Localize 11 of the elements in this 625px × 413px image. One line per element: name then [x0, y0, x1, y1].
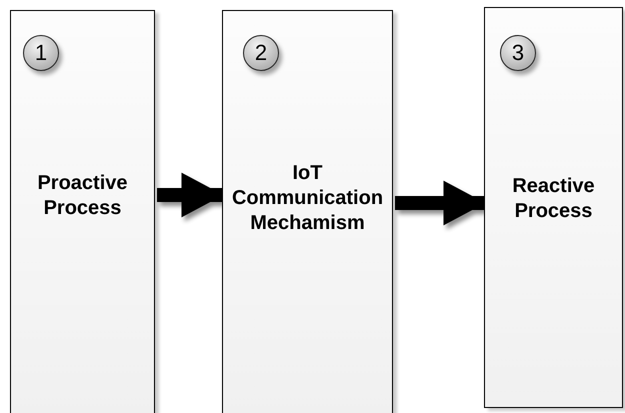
process-label: Proactive Process [36, 171, 129, 221]
arrow [395, 180, 486, 226]
step-number: 3 [500, 35, 536, 71]
process-label: Reactive Process [511, 174, 596, 224]
process-label: IoT Communication Mechamism [230, 161, 384, 236]
arrow [157, 172, 224, 218]
step-number: 2 [243, 35, 279, 71]
process-box [10, 10, 155, 413]
process-box [484, 7, 623, 408]
process-box [222, 10, 393, 413]
step-number: 1 [23, 35, 59, 71]
